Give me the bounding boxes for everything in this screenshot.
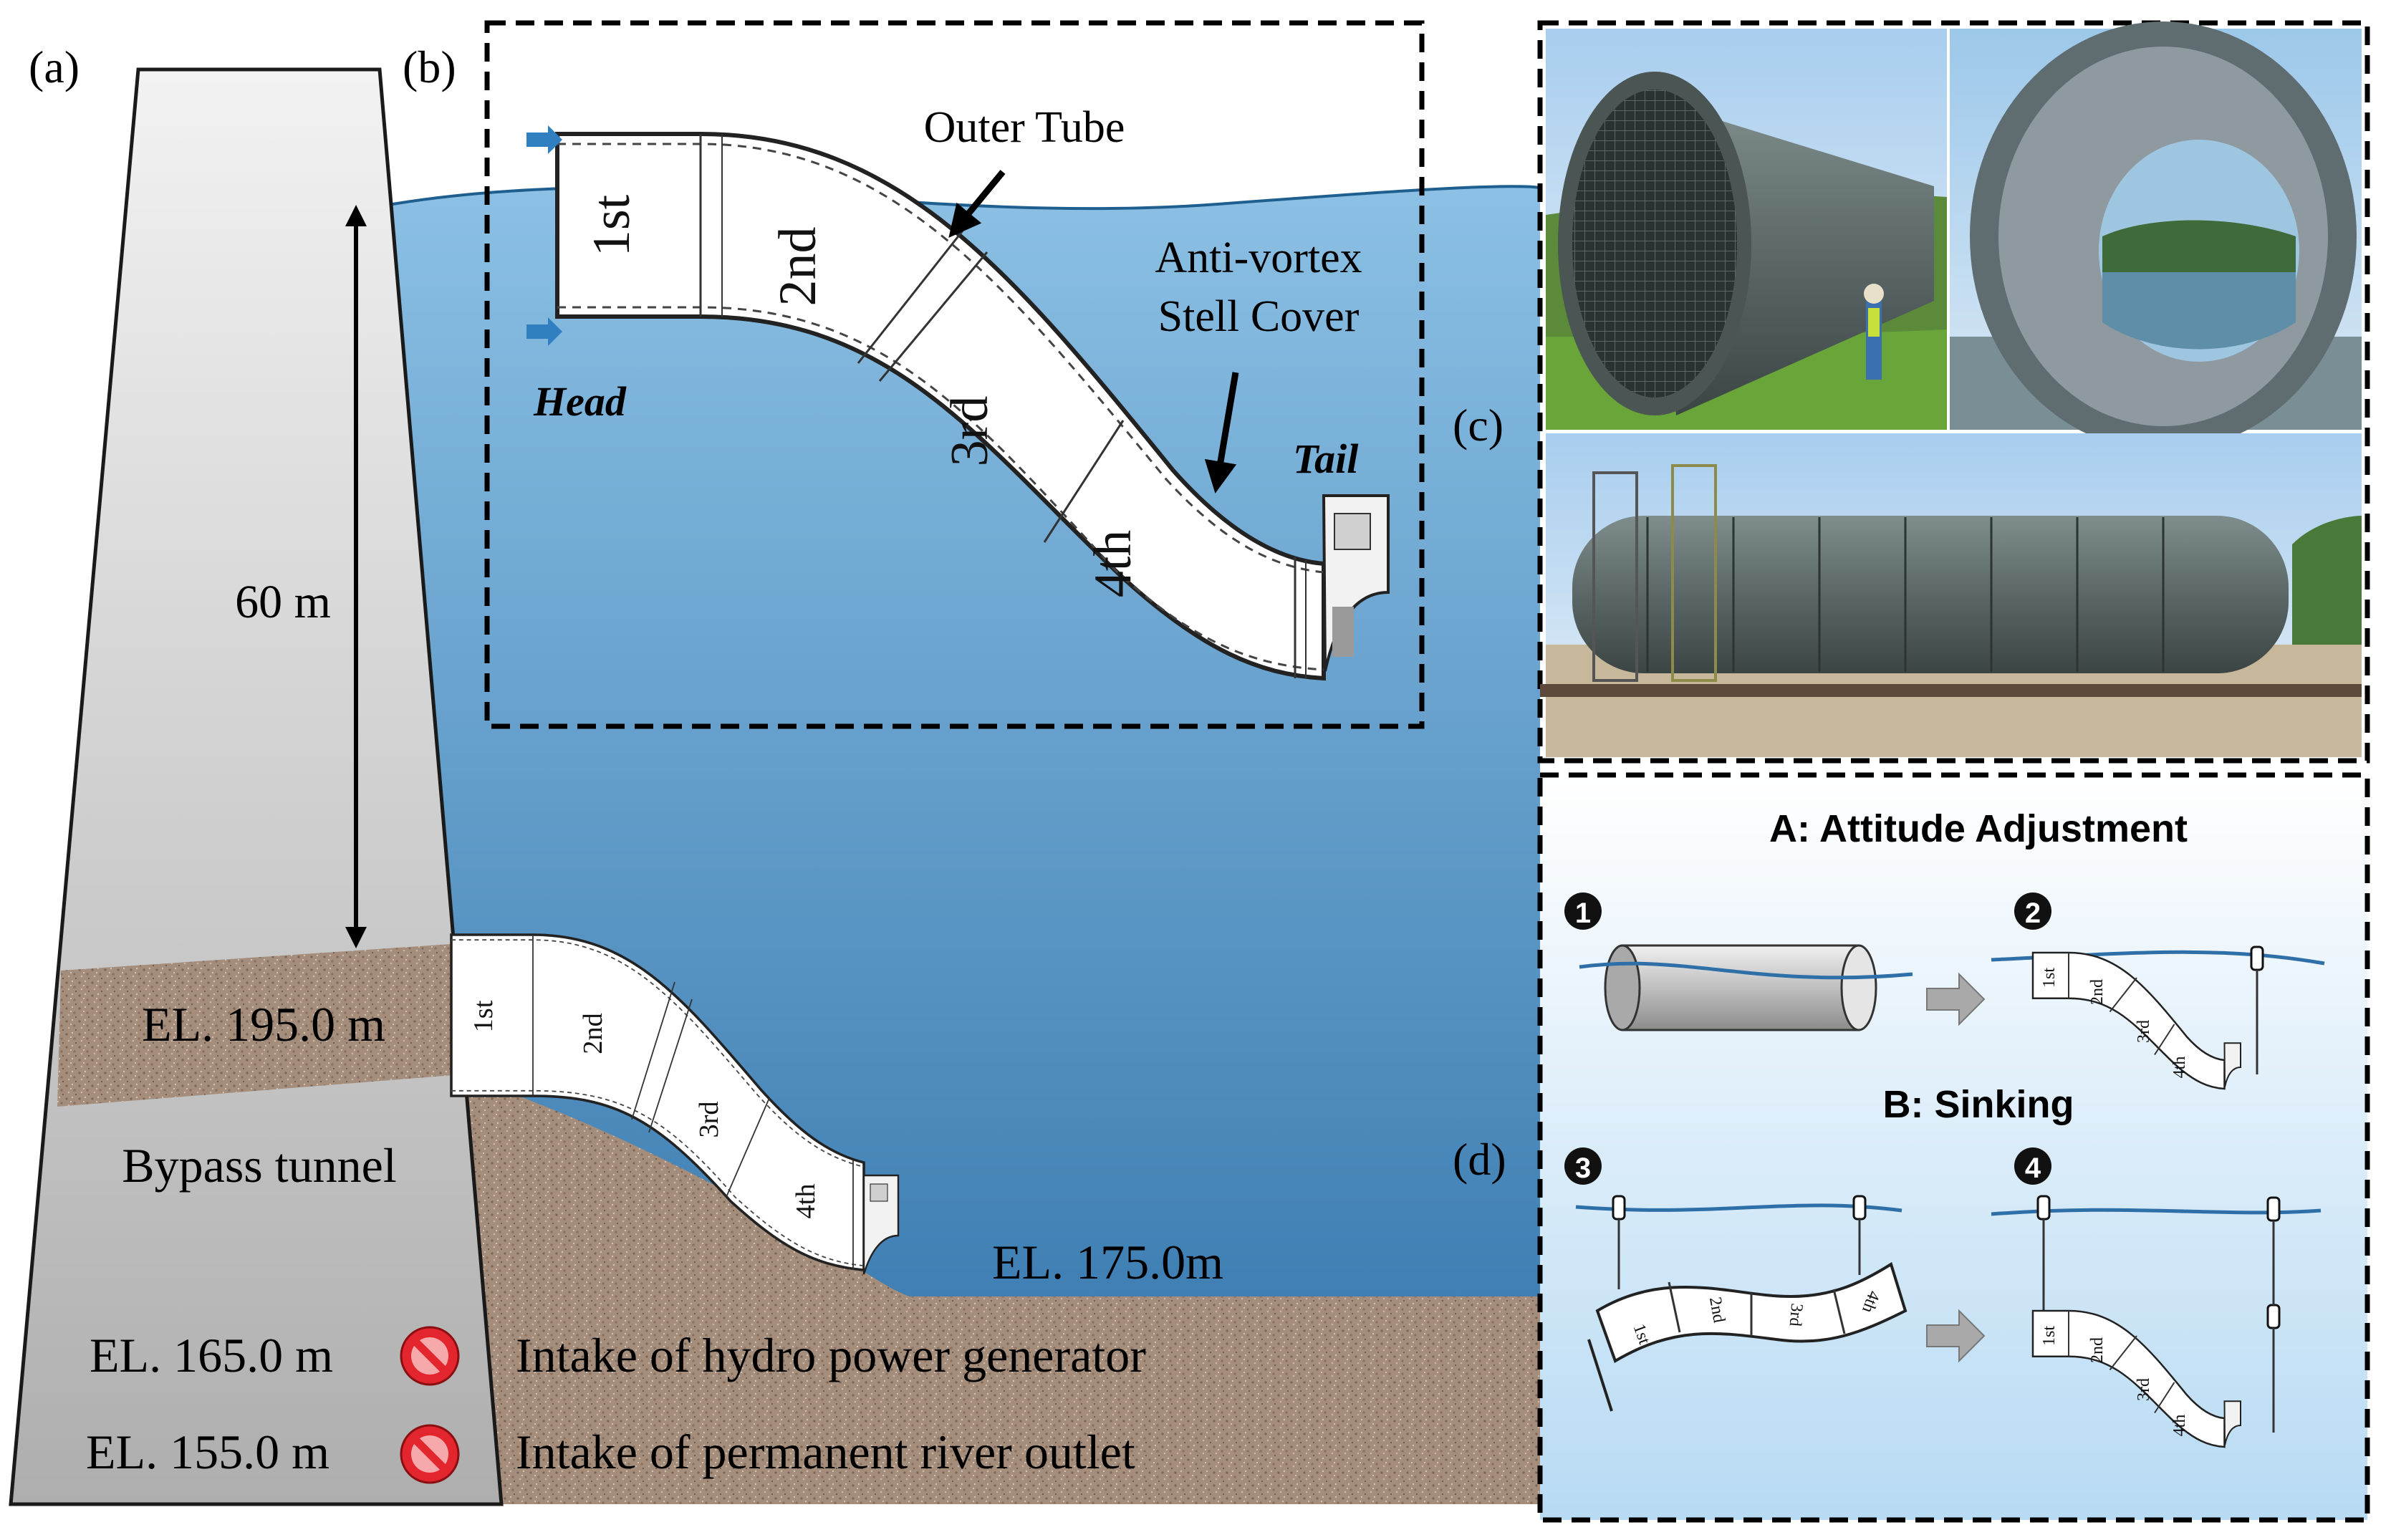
stage-a-title: A: Attitude Adjustment [1769, 807, 2188, 850]
panel-label-b: (b) [403, 42, 456, 92]
intake-description: Intake of hydro power generator [516, 1328, 1146, 1382]
tunnel-elevation-label: EL. 195.0 m [142, 997, 385, 1051]
anti-vortex-label: Anti-vortex [1155, 234, 1362, 282]
photo-tube-ring [1950, 21, 2362, 451]
svg-text:3rd: 3rd [694, 1101, 724, 1137]
svg-text:1st: 1st [468, 1000, 499, 1032]
anti-vortex-pointer [1204, 372, 1239, 494]
photo-tube-assembly [1540, 433, 2362, 757]
svg-text:2nd: 2nd [1706, 1296, 1728, 1324]
outer-tube-label: Outer Tube [924, 103, 1125, 152]
tail-label: Tail [1293, 435, 1359, 482]
reservoir-bed-soil [423, 1074, 1540, 1504]
svg-text:4th: 4th [2170, 1057, 2189, 1079]
svg-text:2nd: 2nd [769, 227, 827, 307]
step-2: 2 1st 2nd 3rd 4th [1991, 892, 2325, 1090]
step-badge [1564, 1147, 1602, 1185]
step-number: 4 [2025, 1152, 2041, 1184]
outlet-elevation-label: EL. 175.0m [992, 1235, 1223, 1289]
step-number: 2 [2025, 897, 2041, 929]
step-1: 1 [1564, 892, 1913, 1031]
step-badge [2014, 1147, 2051, 1185]
head-label: Head [533, 378, 627, 425]
bypass-tunnel-label: Bypass tunnel [122, 1138, 396, 1193]
svg-text:2nd: 2nd [2088, 1337, 2107, 1363]
svg-text:4th: 4th [2170, 1415, 2189, 1437]
svg-text:2nd: 2nd [2088, 979, 2107, 1005]
step-badge [1564, 892, 1602, 930]
svg-text:3rd: 3rd [1786, 1303, 1807, 1327]
svg-text:4th: 4th [791, 1183, 821, 1218]
photo-tube-opening [1546, 29, 1947, 430]
arrow-right-icon [1926, 1309, 1986, 1363]
svg-text:3rd: 3rd [2135, 1378, 2153, 1401]
panel-label-c: (c) [1453, 400, 1504, 451]
tube-detail: 1st 2nd 3rd 4th [555, 132, 1390, 681]
intake-elevation: EL. 155.0 m [86, 1425, 329, 1479]
intake-row: EL. 155.0 m Intake of permanent river ou… [86, 1424, 1135, 1484]
arrow-right-icon [1926, 972, 1986, 1026]
head-flow-arrow [526, 317, 562, 346]
outer-tube-pointer [948, 170, 1006, 238]
dam-body [9, 67, 504, 1506]
svg-text:1st: 1st [2040, 1326, 2059, 1346]
intake-description: Intake of permanent river outlet [516, 1425, 1135, 1479]
panel-label-a: (a) [29, 42, 80, 92]
intake-elevation: EL. 165.0 m [90, 1328, 333, 1382]
svg-text:2nd: 2nd [578, 1013, 608, 1054]
step-number: 3 [1575, 1152, 1591, 1184]
bypass-tunnel-band [57, 944, 462, 1107]
installed-tube: 1st 2nd 3rd 4th [450, 933, 900, 1275]
step-number: 1 [1575, 897, 1591, 929]
svg-text:4th: 4th [1084, 530, 1142, 598]
depth-label: 60 m [235, 576, 331, 628]
panel-label-d: (d) [1453, 1134, 1506, 1185]
svg-text:3rd: 3rd [2135, 1020, 2153, 1043]
prohibited-icon [400, 1326, 460, 1386]
prohibited-icon [400, 1424, 460, 1484]
panel-d-frame [1537, 772, 2370, 1523]
anti-vortex-label: Stell Cover [1158, 292, 1360, 341]
head-flow-arrow [526, 125, 562, 154]
step-3: 3 1st 2nd 3rd 4th [1564, 1147, 1907, 1412]
step-4: 4 1st 2nd 3rd 4th [1991, 1147, 2322, 1448]
intake-row: EL. 165.0 m Intake of hydro power genera… [90, 1326, 1146, 1386]
stage-b-title: B: Sinking [1883, 1083, 2074, 1126]
panel-b-frame [484, 20, 1425, 729]
svg-text:1st: 1st [582, 194, 641, 256]
svg-text:3rd: 3rd [940, 396, 999, 467]
step-badge [2014, 892, 2051, 930]
svg-text:1st: 1st [2040, 968, 2059, 988]
